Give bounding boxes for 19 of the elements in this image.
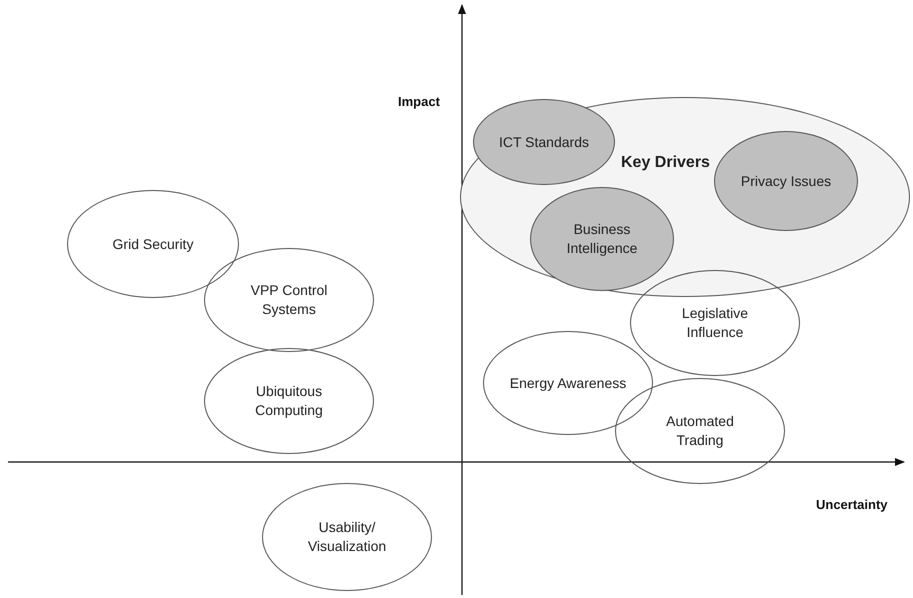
node-label: Ubiquitous Computing [254,382,324,420]
ellipse-node [204,348,374,454]
node-label: Energy Awareness [510,374,626,392]
node-label: Business Intelligence [566,220,638,258]
ellipse-node [262,483,432,591]
node-label: Automated Trading [665,412,735,450]
axis-label: Uncertainty [816,497,888,512]
node-label: Grid Security [112,234,194,254]
node-label: VPP Control Systems [250,281,328,319]
node-label: Legislative Influence [680,304,750,342]
node-label: ICT Standards [498,132,589,152]
node-label: Key Drivers [621,153,710,173]
axis-label: Impact [398,94,440,109]
ellipse-node [67,190,239,298]
ellipse-node [483,331,653,435]
node-label: Usability/ Visualization [306,518,388,556]
ellipse-node [204,248,374,352]
ellipse-node [630,270,800,376]
node-label: Privacy Issues [740,172,832,190]
